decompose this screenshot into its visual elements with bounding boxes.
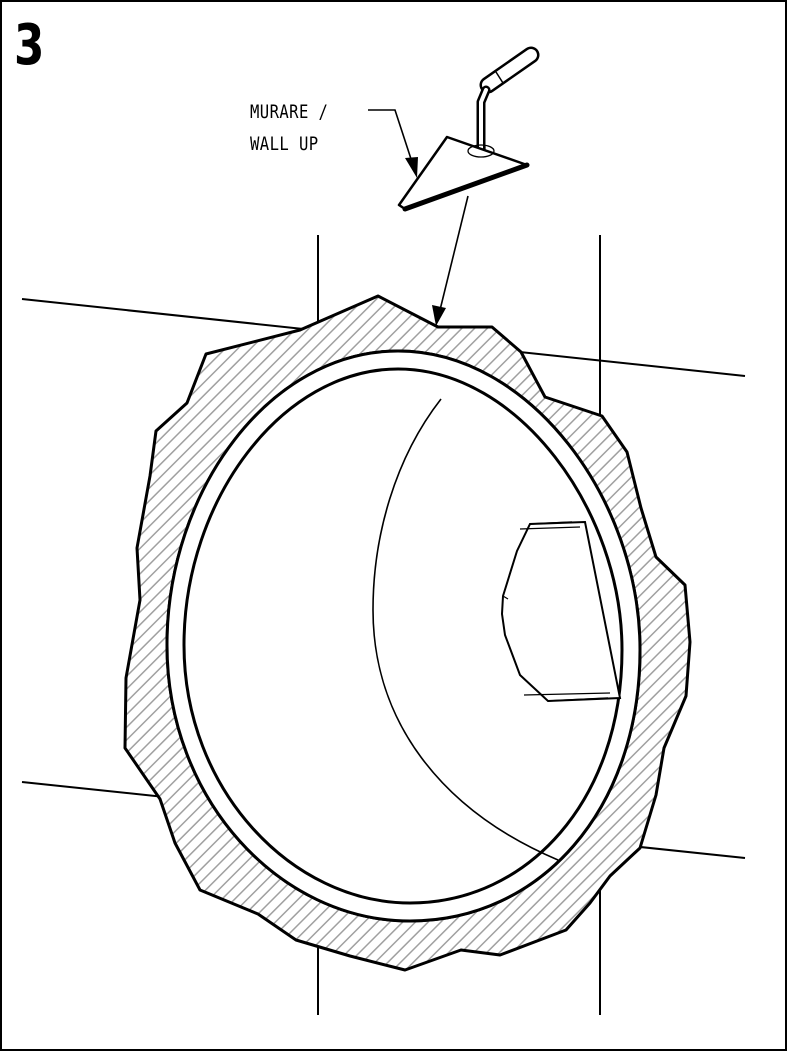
housing-depth-curve (372, 398, 559, 861)
callout-line-2: WALL UP (250, 133, 319, 155)
application-arrow (432, 195, 469, 326)
trowel-icon (397, 46, 540, 212)
step-number: 3 (14, 13, 45, 78)
housing-rim-inner (182, 367, 624, 905)
wall-up-callout: MURARE / WALL UP (250, 96, 328, 160)
callout-line-1: MURARE / (250, 101, 329, 123)
hex-nut (500, 520, 622, 703)
callout-leader (368, 109, 418, 178)
